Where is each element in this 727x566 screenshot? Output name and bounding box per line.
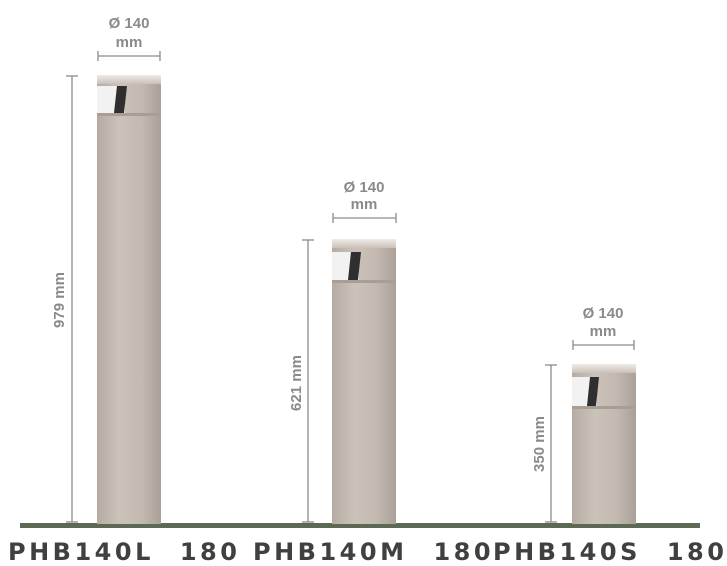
bollard-l-light-window-icon bbox=[97, 86, 127, 113]
model-name-s: PHB140S bbox=[493, 538, 641, 566]
bollard-l-height-dimension: 979 mm bbox=[51, 75, 78, 523]
bollard-s-diameter-label: Ø 140 bbox=[583, 305, 624, 322]
model-name-m: PHB140M bbox=[253, 538, 408, 566]
model-suffix-s: 180 bbox=[666, 538, 727, 566]
bollard-l-body bbox=[97, 75, 161, 524]
bollard-l: Ø 140 mm 979 mm bbox=[51, 15, 161, 524]
bollard-s-diameter-dimension: Ø 140 mm bbox=[572, 305, 635, 350]
model-label-m: PHB140M 180 bbox=[253, 538, 494, 566]
bollard-s-height-dimension: 350 mm bbox=[531, 364, 557, 523]
bollard-s-body bbox=[572, 364, 636, 524]
model-name-l: PHB140L bbox=[8, 538, 154, 566]
bollard-m-diameter-dimension: Ø 140 mm bbox=[332, 179, 397, 223]
bollard-m-height-dimension: 621 mm bbox=[288, 239, 314, 523]
bollard-m-body bbox=[332, 239, 396, 524]
model-label-l: PHB140L 180 bbox=[8, 538, 240, 566]
model-label-s: PHB140S 180 bbox=[493, 538, 727, 566]
bollard-s-light-window-icon bbox=[572, 377, 599, 406]
bollard-diagram: Ø 140 mm 979 mm Ø 140 mm bbox=[20, 15, 700, 528]
bollard-l-diameter-unit: mm bbox=[116, 34, 143, 51]
bollard-s-height-label: 350 mm bbox=[531, 416, 548, 472]
bollard-l-diameter-dimension: Ø 140 mm bbox=[97, 15, 161, 61]
ground bbox=[20, 523, 700, 528]
bollard-l-height-label: 979 mm bbox=[51, 272, 68, 328]
bollard-l-diameter-label: Ø 140 bbox=[109, 15, 150, 32]
bollard-m-diameter-unit: mm bbox=[351, 196, 378, 213]
bollard-s: Ø 140 mm 350 mm bbox=[531, 305, 636, 524]
bollard-s-diameter-unit: mm bbox=[590, 323, 617, 340]
model-suffix-m: 180 bbox=[433, 538, 495, 566]
bollard-m-light-window-icon bbox=[332, 252, 361, 280]
bollard-m-height-label: 621 mm bbox=[288, 355, 305, 411]
model-suffix-l: 180 bbox=[179, 538, 241, 566]
bollard-m-diameter-label: Ø 140 bbox=[344, 179, 385, 196]
bollard-m: Ø 140 mm 621 mm bbox=[288, 179, 397, 524]
